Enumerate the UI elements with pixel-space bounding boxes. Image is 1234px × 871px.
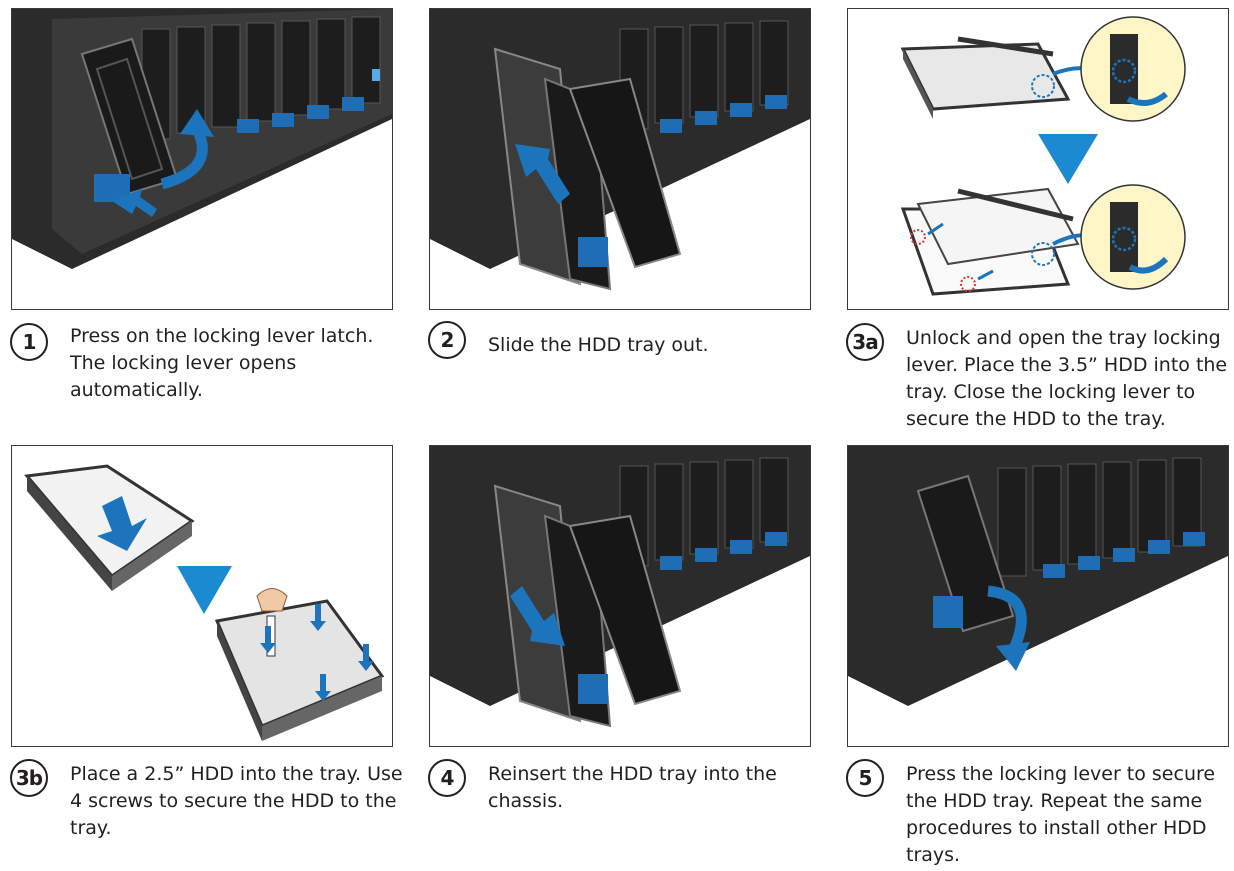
- step-3b-caption: Place a 2.5” HDD into the tray. Use 4 sc…: [70, 763, 403, 839]
- step-5-illustration: [847, 445, 1229, 747]
- step-2-caption: Slide the HDD tray out.: [488, 334, 709, 356]
- step-4-number-badge: 4: [428, 759, 466, 797]
- step-1-caption: Press on the locking lever latch. The lo…: [70, 325, 374, 401]
- step-1-illustration: [11, 8, 393, 310]
- tray-25-hdd-screws-illustration: [24, 464, 385, 741]
- step-3a-illustration: [847, 8, 1229, 310]
- step-3b-number-badge: 3b: [10, 759, 48, 797]
- tray-35-hdd-install-illustration: [900, 16, 1186, 296]
- tray-slide-out-illustration: [430, 9, 810, 291]
- step-4-caption: Reinsert the HDD tray into the chassis.: [488, 763, 777, 812]
- step-1-number-badge: 1: [10, 323, 48, 361]
- step-2-number-badge: 2: [428, 321, 466, 359]
- tray-reinsert-illustration: [430, 446, 810, 728]
- step-3a-number-badge: 3a: [846, 323, 884, 361]
- step-5-number-badge: 5: [846, 759, 884, 797]
- lever-close-illustration: [848, 446, 1228, 706]
- step-3b-illustration: [11, 445, 393, 747]
- step-4-illustration: [429, 445, 811, 747]
- step-2-illustration: [429, 8, 811, 310]
- step-3a-caption: Unlock and open the tray locking lever. …: [906, 327, 1228, 430]
- step-5-caption: Press the locking lever to secure the HD…: [906, 763, 1216, 866]
- chassis-lever-open-illustration: [12, 9, 392, 269]
